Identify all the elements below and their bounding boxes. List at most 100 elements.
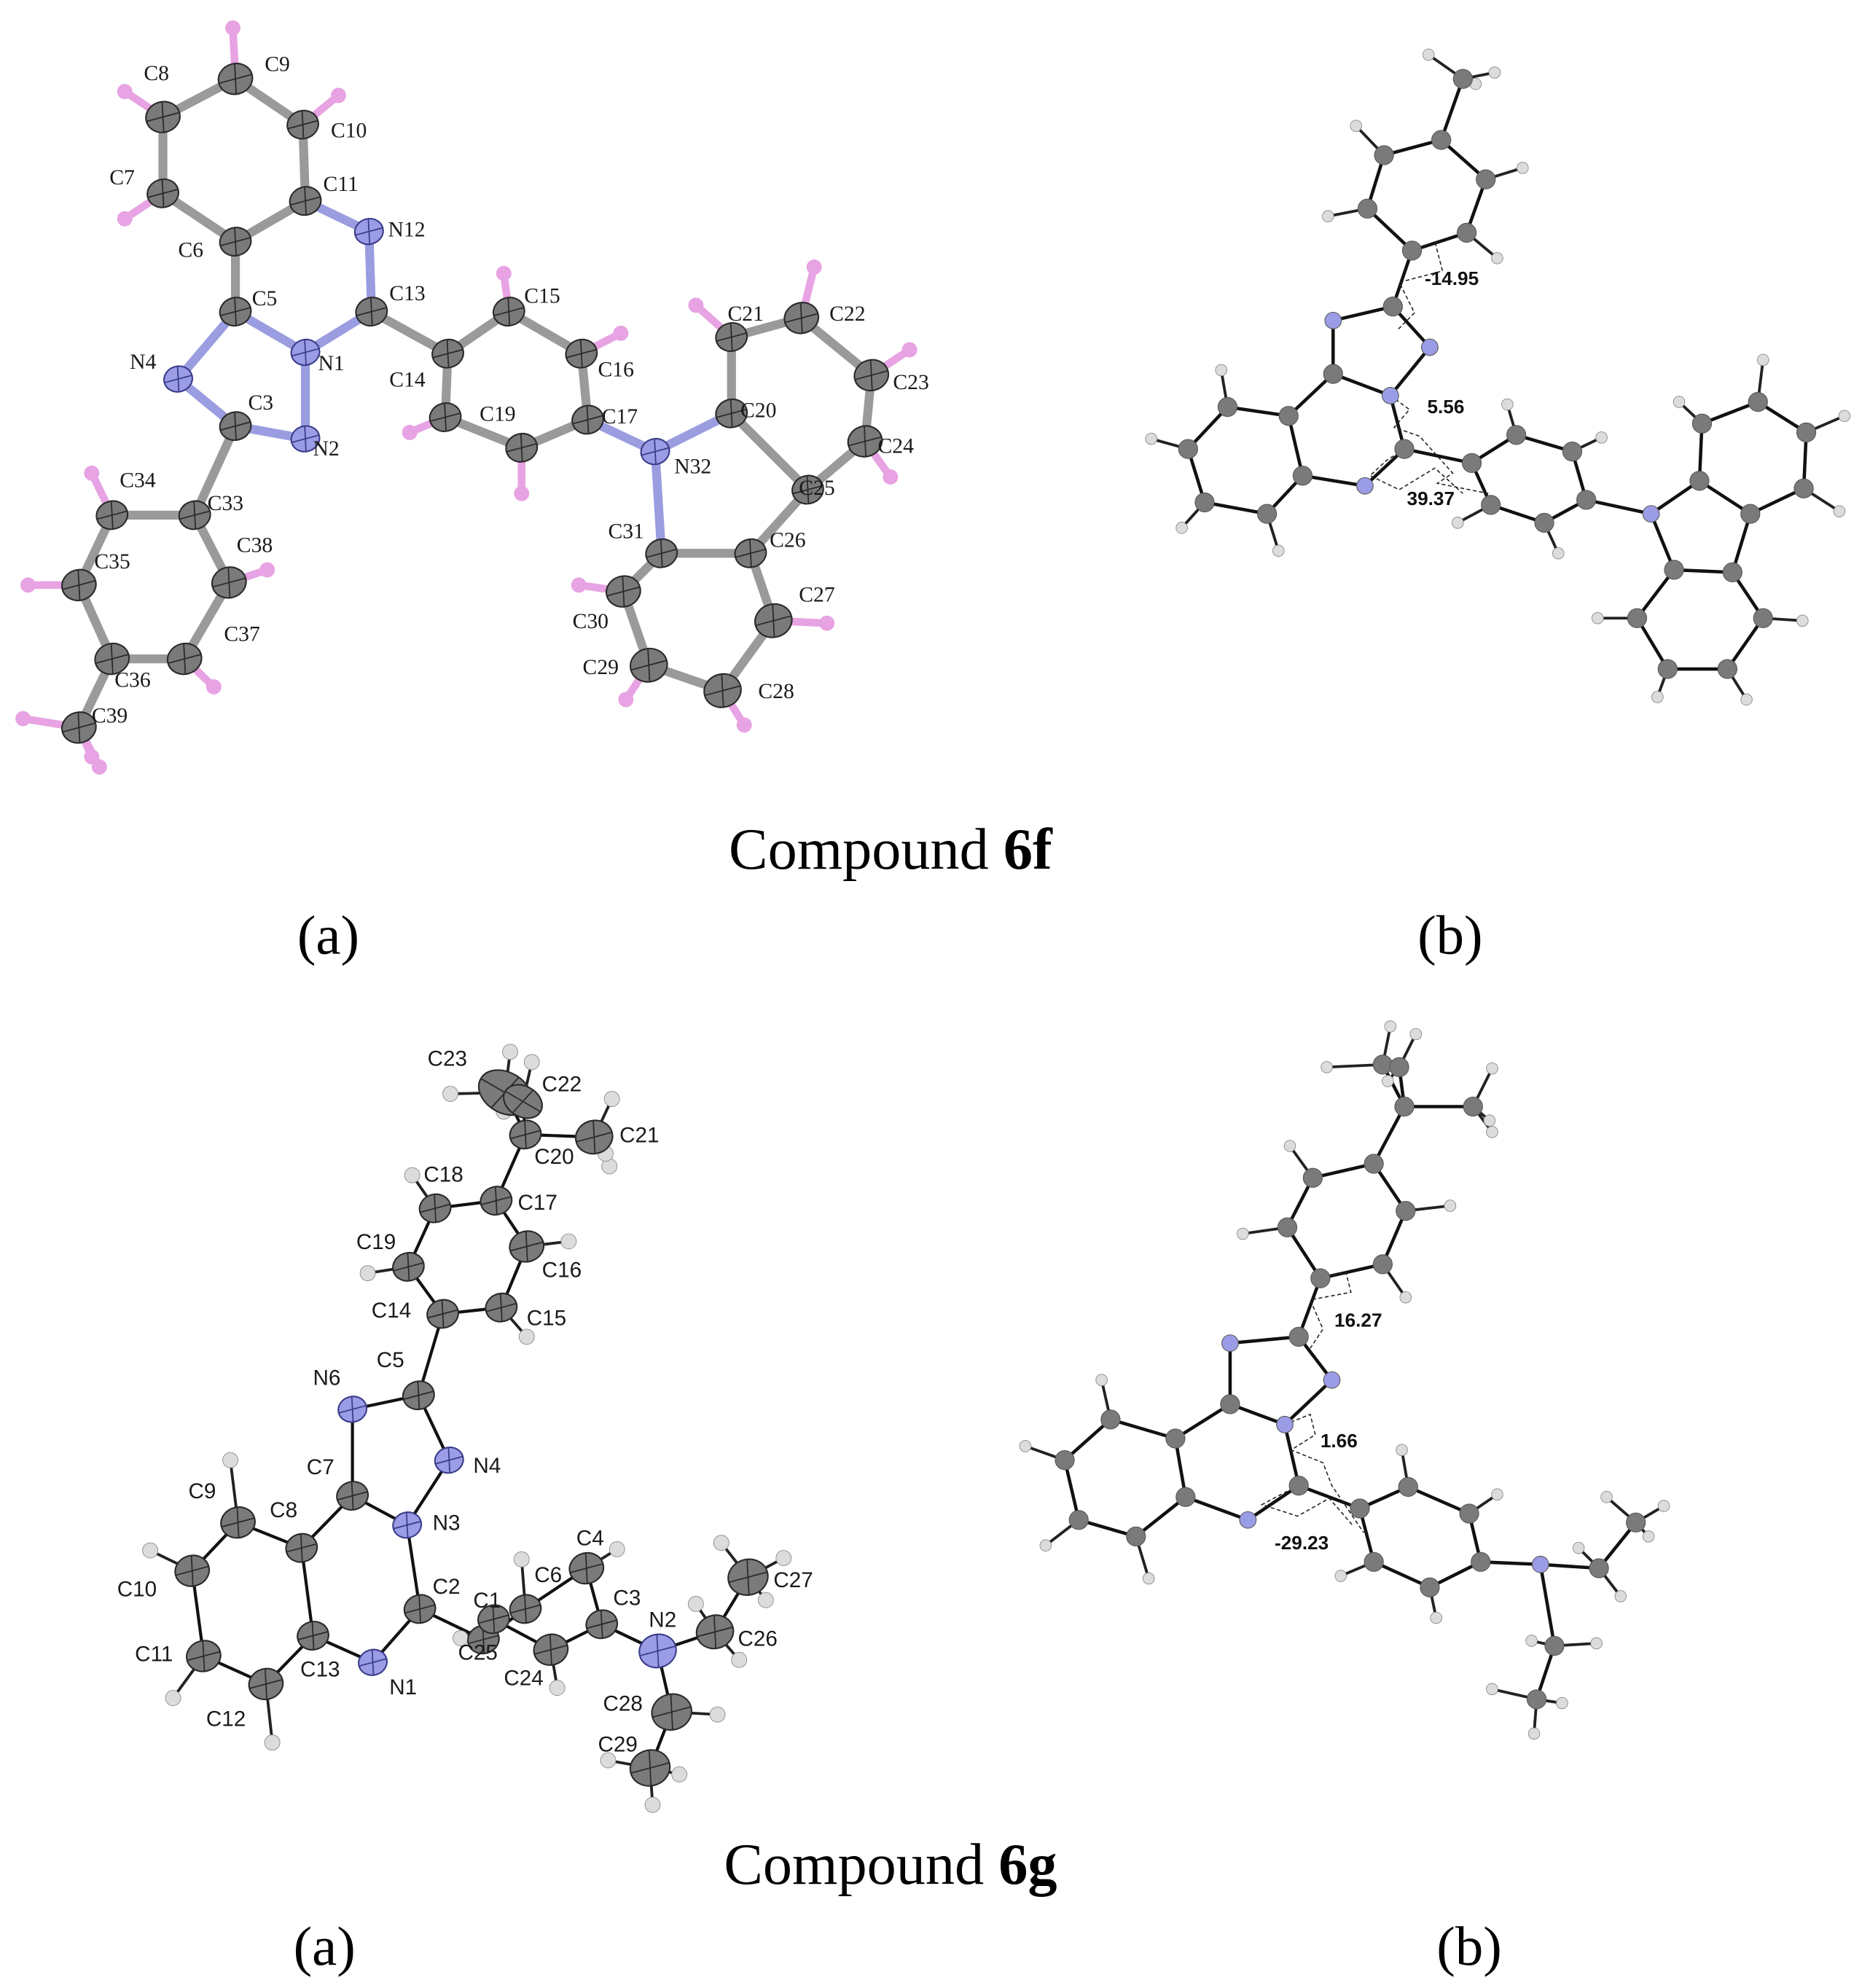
torsion-angle-marker xyxy=(1260,1484,1354,1527)
hydrogen-atom xyxy=(402,424,418,440)
carbon-atom-ellipsoid xyxy=(651,1693,692,1731)
carbon-atom xyxy=(1323,364,1343,384)
hydrogen-atom xyxy=(518,1328,535,1345)
hydrogen-atom xyxy=(1838,410,1851,423)
hydrogen-atom xyxy=(549,1680,566,1697)
hydrogen-atom xyxy=(513,1551,530,1568)
hydrogen-atom xyxy=(688,297,704,313)
carbon-atom-ellipsoid xyxy=(426,1299,459,1329)
carbon-atom xyxy=(1372,1254,1393,1275)
carbon-atom-ellipsoid xyxy=(791,474,824,505)
hydrogen-atom xyxy=(1833,505,1846,517)
hydrogen-atom xyxy=(1322,210,1334,223)
hydrogen-atom xyxy=(142,1542,159,1559)
bond xyxy=(1246,1484,1301,1522)
atom-label: C21 xyxy=(728,302,764,326)
carbon-atom xyxy=(1389,1057,1409,1077)
bond xyxy=(1635,568,1676,620)
hydrogen-atom xyxy=(757,1592,774,1608)
bond xyxy=(1479,1560,1543,1567)
nitrogen-atom xyxy=(1323,1371,1341,1389)
carbon-atom-ellipsoid xyxy=(219,227,252,257)
hydrogen-atom xyxy=(259,562,275,578)
atom-label: C8 xyxy=(270,1498,297,1522)
carbon-atom xyxy=(1292,466,1313,486)
atom-label: C9 xyxy=(265,53,290,77)
carbon-atom xyxy=(1374,145,1394,165)
nitrogen-atom xyxy=(1381,386,1399,404)
bond xyxy=(1296,1276,1323,1339)
atom-label: C28 xyxy=(758,680,794,703)
hydrogen-atom xyxy=(1142,1572,1155,1585)
nitrogen-atom-ellipsoid xyxy=(337,1396,368,1423)
panel-label-6g-b: (b) xyxy=(1436,1916,1502,1978)
bond xyxy=(1372,1560,1432,1589)
atom-label: C30 xyxy=(573,610,609,633)
hydrogen-atom xyxy=(1237,1227,1249,1240)
bond xyxy=(1697,479,1753,516)
hydrogen-atom xyxy=(222,1452,238,1468)
nitrogen-atom-ellipsoid xyxy=(290,338,321,367)
bond xyxy=(1063,1417,1113,1462)
hydrogen-atom xyxy=(1501,398,1514,411)
bond xyxy=(1388,345,1432,398)
atom-label: C35 xyxy=(94,550,130,574)
bond xyxy=(650,447,666,558)
atom-label: C5 xyxy=(252,287,278,310)
bond xyxy=(1439,77,1465,142)
atom-label: C8 xyxy=(144,62,169,85)
carbon-atom xyxy=(1753,608,1773,628)
carbon-atom xyxy=(1740,504,1761,524)
hydrogen-atom xyxy=(1422,48,1435,61)
hydrogen-atom xyxy=(571,577,587,593)
carbon-atom-ellipsoid xyxy=(847,425,883,458)
carbon-atom xyxy=(1126,1526,1146,1547)
atom-label: C7 xyxy=(109,166,135,189)
hydrogen-atom xyxy=(206,679,222,694)
hydrogen-atom xyxy=(1039,1539,1052,1551)
bond xyxy=(1331,372,1393,398)
hydrogen-atom xyxy=(1350,120,1363,133)
carbon-atom xyxy=(1217,396,1238,418)
carbon-atom xyxy=(1288,1326,1309,1347)
atom-label: C6 xyxy=(534,1563,562,1587)
carbon-atom-ellipsoid xyxy=(754,603,793,638)
atom-label: C38 xyxy=(237,533,273,557)
hydrogen-atom xyxy=(1756,353,1769,367)
carbon-atom-ellipsoid xyxy=(783,302,820,334)
hydrogen-atom xyxy=(1334,1570,1347,1582)
hydrogen-atom xyxy=(713,1535,729,1551)
nitrogen-atom-ellipsoid xyxy=(434,1447,464,1474)
hydrogen-atom xyxy=(523,1054,540,1071)
carbon-atom xyxy=(1364,1154,1384,1174)
caption-compound-6g: Compound 6g xyxy=(724,1832,1057,1897)
carbon-atom-ellipsoid xyxy=(145,101,181,133)
hydrogen-atom xyxy=(1491,252,1503,265)
hydrogen-atom xyxy=(1452,517,1464,529)
atom-label: C1 xyxy=(473,1589,501,1613)
bond xyxy=(1063,1458,1081,1522)
hydrogen-atom xyxy=(1592,611,1604,625)
nitrogen-atom xyxy=(1531,1555,1549,1573)
carbon-atom xyxy=(1220,1394,1240,1414)
carbon-atom xyxy=(1278,406,1299,426)
atom-label: C24 xyxy=(504,1667,543,1691)
hydrogen-atom xyxy=(1488,66,1501,79)
atom-label: C27 xyxy=(799,584,834,607)
bonds xyxy=(22,28,912,769)
hydrogen-atom xyxy=(84,465,100,481)
hydrogen-atom xyxy=(1651,691,1664,703)
hydrogen-atom xyxy=(1019,1440,1032,1452)
hydrogen-atom xyxy=(1673,396,1686,408)
hydrogen-atom xyxy=(330,87,346,103)
hydrogen-atom xyxy=(442,1086,458,1102)
hydrogen-atom xyxy=(404,1167,420,1183)
carbon-atom-ellipsoid xyxy=(248,1667,284,1701)
hydrogen-atom xyxy=(1600,1491,1613,1503)
carbon-atom-ellipsoid xyxy=(606,575,641,608)
carbon-atom-ellipsoid xyxy=(565,338,598,369)
bond xyxy=(1731,512,1753,574)
carbon-atom xyxy=(1394,1096,1415,1117)
atom-label: C20 xyxy=(534,1145,574,1169)
